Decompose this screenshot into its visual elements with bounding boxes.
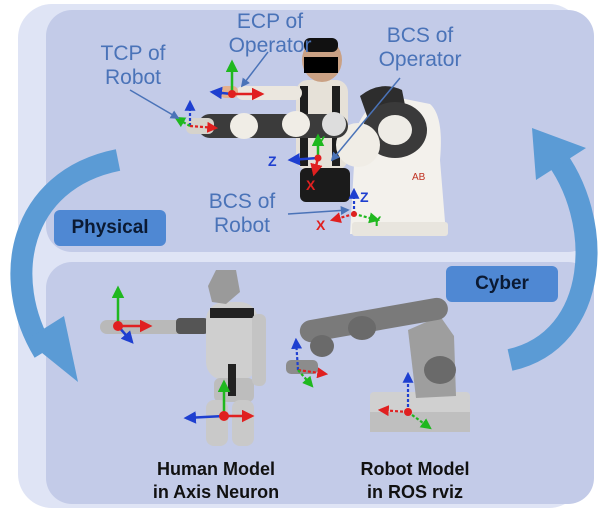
cyber-tag: Cyber	[446, 266, 558, 302]
bcs-operator-label: BCS of Operator	[360, 24, 480, 72]
tcp-robot-label: TCP of Robot	[88, 42, 178, 90]
bcs-robot-label: BCS of Robot	[196, 190, 288, 238]
axis-x-operator: X	[306, 177, 316, 193]
cyber-to-physical-arrow	[507, 128, 598, 371]
real-robot-arm	[186, 111, 348, 139]
label-pointers	[129, 51, 401, 215]
face-mask	[304, 57, 338, 73]
axis-z-robot: Z	[360, 189, 369, 205]
physical-to-cyber-arrow	[10, 149, 121, 382]
frame-robot-model-tcp	[291, 337, 329, 388]
human-model-caption: Human Model in Axis Neuron	[136, 458, 296, 504]
axis-z-operator: Z	[268, 153, 277, 169]
physical-tag: Physical	[54, 210, 166, 246]
frame-human-hand	[111, 285, 153, 344]
axis-y-robot: Y	[372, 213, 382, 229]
human-model-line2: in Axis Neuron	[152, 482, 280, 502]
robot-model-figure	[286, 297, 470, 432]
bcs-operator-line2: Operator	[378, 48, 462, 71]
ecp-operator-label: ECP of Operator	[210, 10, 330, 58]
svg-text:AB: AB	[412, 172, 426, 183]
real-robot-figure: AB	[336, 86, 448, 236]
tcp-robot-line2: Robot	[104, 66, 162, 89]
bcs-robot-line1: BCS of	[208, 190, 276, 213]
bcs-robot-line2: Robot	[213, 214, 271, 237]
ecp-operator-line2: Operator	[228, 34, 312, 57]
human-model-line1: Human Model	[156, 459, 275, 479]
frame-human-hip	[183, 379, 255, 424]
tcp-robot-line1: TCP of	[100, 42, 166, 65]
axis-x-robot: X	[316, 217, 326, 233]
frame-ecp-physical	[209, 59, 265, 101]
robot-model-line1: Robot Model	[360, 459, 470, 479]
axis-y-operator: Y	[316, 133, 326, 149]
robot-model-caption: Robot Model in ROS rviz	[340, 458, 490, 504]
frame-bcs-robot	[329, 187, 381, 224]
robot-model-line2: in ROS rviz	[366, 482, 464, 502]
frame-bcs-operator	[287, 133, 325, 177]
ecp-operator-line1: ECP of	[236, 10, 304, 33]
frame-robot-model-base	[377, 371, 432, 430]
bcs-operator-line1: BCS of	[386, 24, 454, 47]
frame-tcp-physical	[174, 99, 219, 133]
